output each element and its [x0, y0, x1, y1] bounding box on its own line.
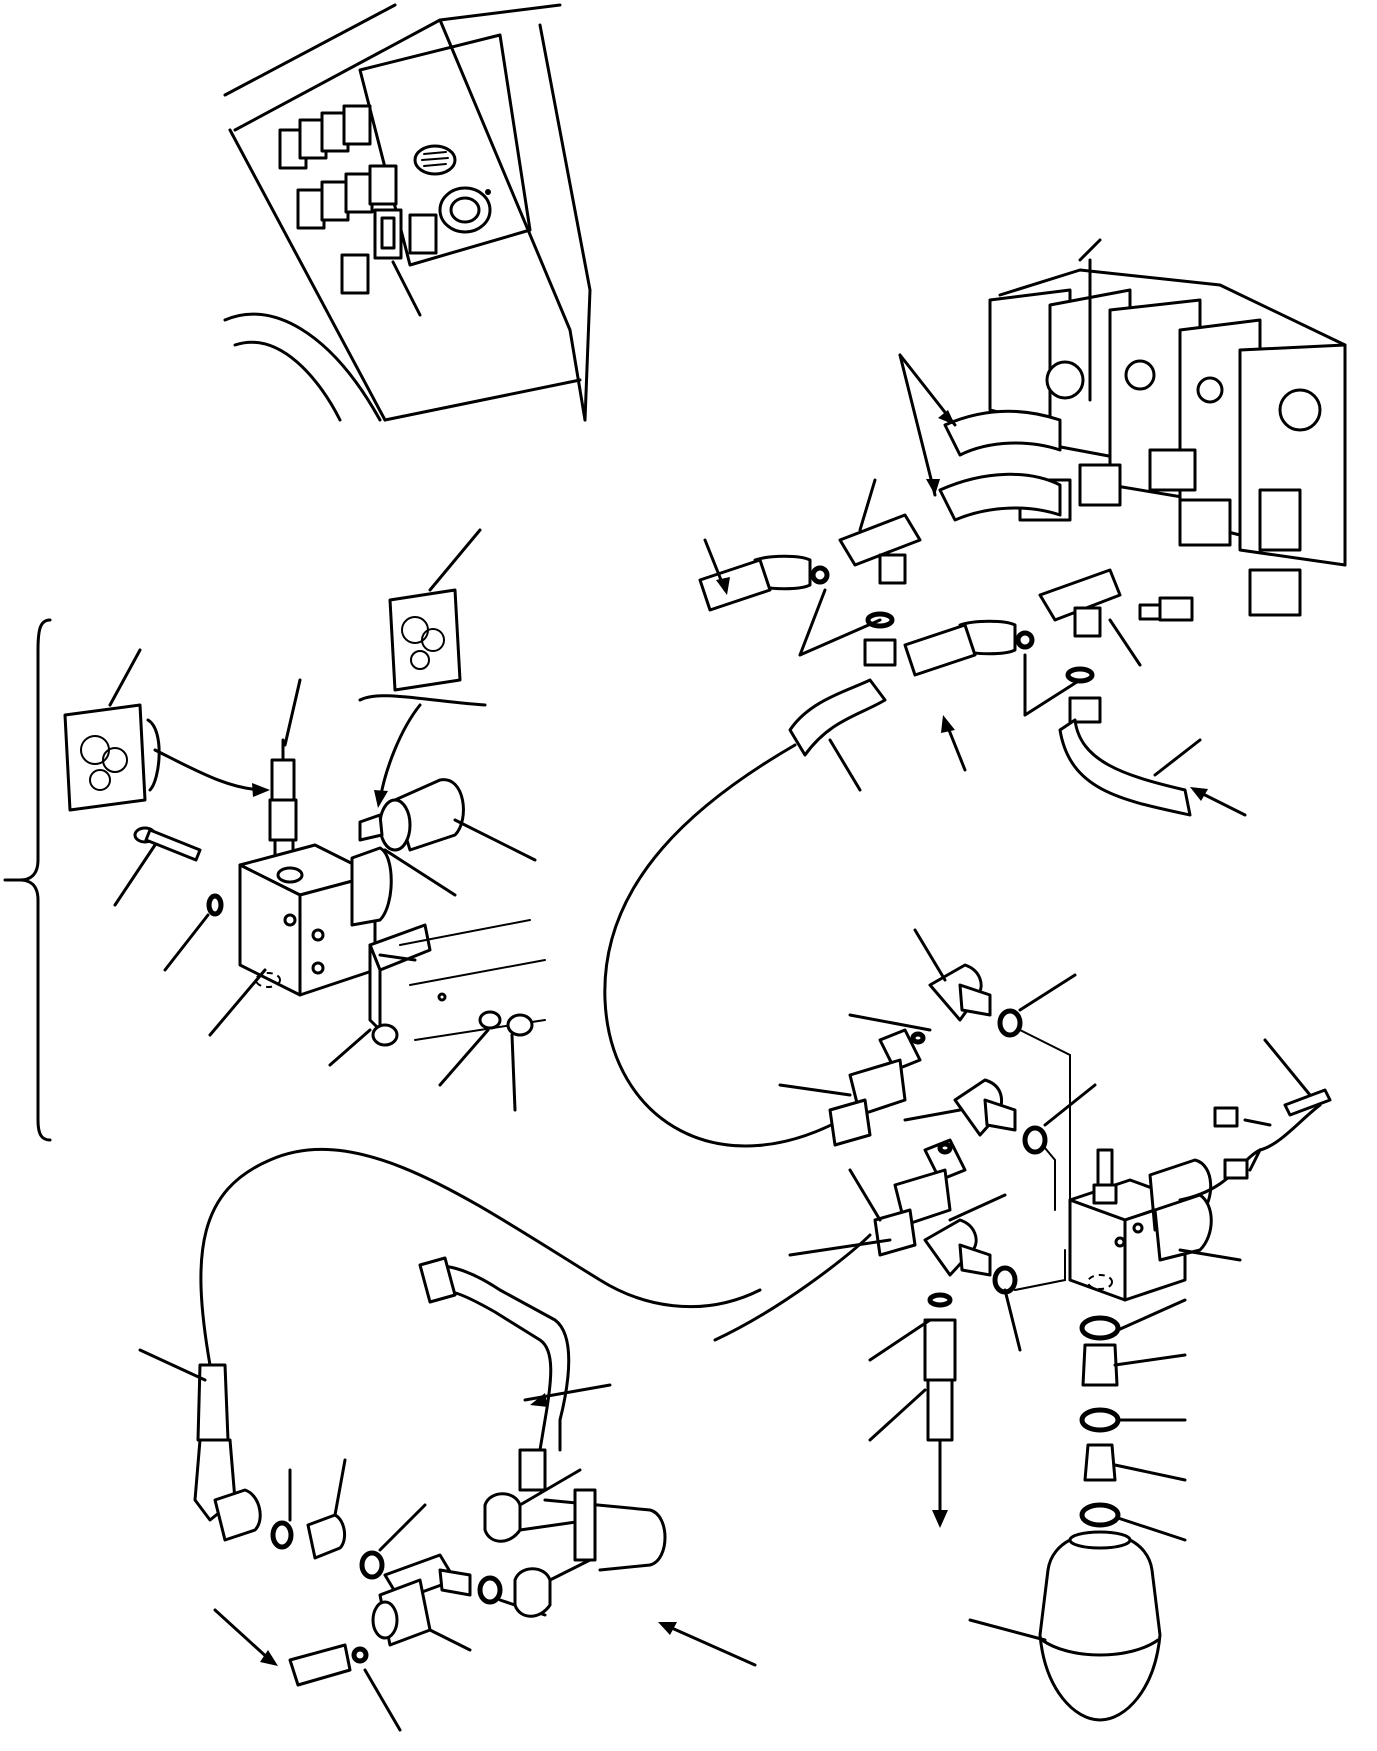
wiring-harness: [1178, 1038, 1332, 1202]
lower-tee-fitting: [213, 1553, 547, 1732]
sealant-icon-upper: [358, 528, 487, 808]
elbow-fitting-lower: [923, 1193, 1022, 1352]
console-panel: [223, 3, 592, 422]
connection-lines: [1014, 1029, 1071, 1291]
leader-orings-left: [798, 588, 882, 657]
steel-pipe: [418, 1256, 757, 1667]
leader-console-switch: [391, 260, 422, 317]
elbow-fitting-upper: [848, 928, 1077, 1038]
arrow-hose-in-mid: [941, 715, 967, 772]
bracket-assembly: [3, 618, 52, 1142]
hose-fitting-upper: [778, 1028, 926, 1147]
accumulator-valve-block: [1068, 1148, 1242, 1302]
dial-knob-upper: [413, 144, 457, 176]
tee-fitting-left: [698, 478, 922, 667]
hose-long-lower: [138, 1147, 762, 1542]
relief-valve-cartridge: [268, 678, 302, 864]
solenoid-coil: [358, 778, 537, 897]
dial-knob-lower: [438, 186, 492, 234]
accumulator-stack: [968, 1298, 1187, 1722]
elbow-fitting-middle: [903, 1078, 1097, 1155]
tee-fitting-right: [903, 568, 1142, 724]
control-valve-assembly: [938, 238, 1347, 622]
solenoid-valve-block: [208, 843, 393, 1037]
hose-upper-left: [603, 678, 887, 1148]
leader-orings-right: [1023, 653, 1082, 717]
arrows-valve-ports: [898, 353, 957, 497]
lower-fittings: [270, 1458, 427, 1580]
hose-fitting-middle: [713, 1138, 967, 1342]
mounting-bracket: [328, 923, 432, 1067]
arrow-hose-in-right: [1190, 787, 1247, 817]
sealant-icon-left: [63, 648, 270, 812]
hose-upper-right: [1058, 718, 1202, 817]
arrow-hose-in-left: [703, 538, 730, 595]
hose-down: [868, 1318, 957, 1528]
washer-nut: [438, 1010, 534, 1112]
mounting-bolt: [113, 826, 224, 972]
switch-bank: [278, 104, 438, 295]
